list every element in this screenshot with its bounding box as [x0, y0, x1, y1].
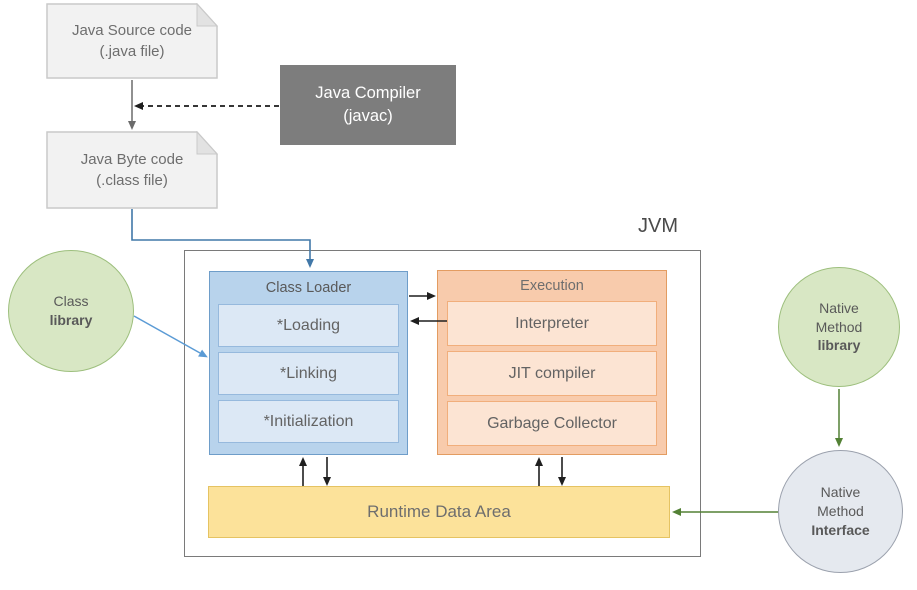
- folded-document-shape: [46, 131, 218, 209]
- java-source-label-line2: (.java file): [99, 43, 165, 60]
- java-bytecode-label-line2: (.class file): [96, 172, 168, 189]
- class-loader-item-initialization: *Initialization: [218, 400, 399, 443]
- execution-title: Execution: [520, 278, 584, 294]
- class-library-node: Class library: [8, 250, 134, 372]
- class-loader-group: Class Loader *Loading *Linking *Initiali…: [209, 271, 408, 455]
- java-compiler-label-line2: (javac): [343, 107, 393, 125]
- java-source-code-node: Java Source code (.java file): [46, 3, 218, 79]
- class-library-label-line1: Class: [53, 293, 89, 310]
- class-loader-item-linking: *Linking: [218, 352, 399, 395]
- java-compiler-node: Java Compiler (javac): [280, 65, 456, 145]
- execution-item-interpreter: Interpreter: [447, 301, 657, 346]
- runtime-data-area-node: Runtime Data Area: [208, 486, 670, 538]
- java-bytecode-label-line1: Java Byte code: [80, 151, 184, 168]
- class-loader-item-loading: *Loading: [218, 304, 399, 347]
- native-method-interface-node: Native Method Interface: [778, 450, 903, 573]
- native-method-library-node: Native Method library: [778, 267, 900, 387]
- java-compiler-label-line1: Java Compiler: [315, 83, 421, 102]
- java-bytecode-node: Java Byte code (.class file): [46, 131, 218, 209]
- execution-item-jit-compiler: JIT compiler: [447, 351, 657, 396]
- java-source-label-line1: Java Source code: [71, 22, 193, 39]
- class-library-label-line2: library: [49, 312, 93, 328]
- native-method-interface-label-line2: Method: [817, 503, 864, 520]
- native-method-library-label-line2: Method: [815, 318, 863, 335]
- folded-document-shape: [46, 3, 218, 79]
- jvm-title: JVM: [638, 215, 678, 237]
- native-method-library-label-line3: library: [817, 337, 861, 354]
- class-loader-title: Class Loader: [265, 280, 352, 296]
- native-method-interface-label-line3: Interface: [811, 521, 870, 538]
- execution-item-garbage-collector: Garbage Collector: [447, 401, 657, 446]
- native-method-interface-label-line1: Native: [820, 484, 861, 501]
- runtime-data-area-label: Runtime Data Area: [367, 502, 511, 521]
- execution-group: Execution Interpreter JIT compiler Garba…: [437, 270, 667, 455]
- native-method-library-label-line1: Native: [819, 299, 859, 316]
